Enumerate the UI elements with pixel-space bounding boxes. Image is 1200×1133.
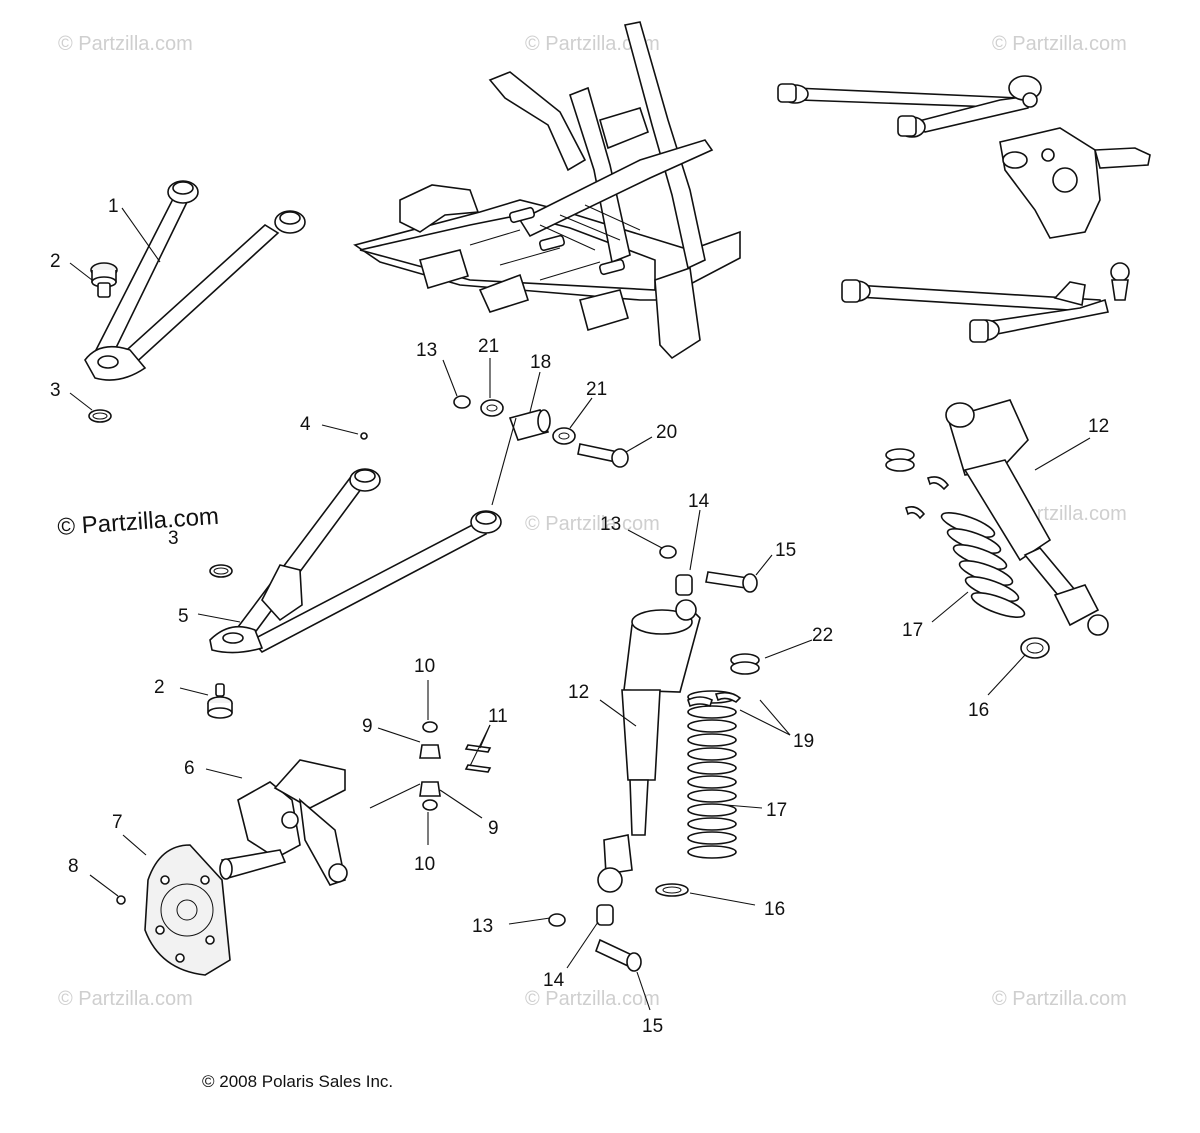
copyright-text: © 2008 Polaris Sales Inc.: [202, 1072, 393, 1091]
callout-17: 17: [902, 620, 923, 641]
callout-14: 14: [543, 970, 565, 991]
spring-retainer-22: [730, 653, 760, 675]
callout-21: 21: [586, 379, 607, 400]
callout-11: 11: [488, 706, 508, 727]
ball-joint-upper: [90, 262, 118, 298]
callout-3: 3: [50, 380, 61, 401]
callout-13: 13: [416, 340, 437, 361]
callout-16: 16: [764, 899, 785, 920]
callout-9: 9: [488, 818, 499, 839]
lower-a-arm-assembled: [841, 262, 1130, 343]
sleeve-18: [508, 409, 551, 441]
spring-keeper-right: [905, 476, 950, 520]
spring-keeper-19: [687, 691, 742, 708]
watermark-main: © Partzilla.com: [57, 503, 220, 541]
watermark: © Partzilla.com: [58, 988, 193, 1010]
callout-6: 6: [184, 758, 195, 779]
retaining-ring-upper: [88, 409, 112, 423]
callout-14: 14: [688, 491, 710, 512]
callout-16: 16: [968, 700, 989, 721]
brake-disc: [144, 844, 231, 976]
spring-retainer-right: [885, 448, 915, 472]
callout-15: 15: [642, 1016, 663, 1037]
washer-13-bottom: [548, 913, 566, 927]
shock-absorber-right: [945, 399, 1109, 636]
callout-13: 13: [600, 514, 621, 535]
watermark: © Partzilla.com: [58, 33, 193, 55]
callout-10: 10: [414, 854, 435, 875]
callout-7: 7: [112, 812, 123, 833]
ball-joint-lower: [207, 683, 233, 719]
callout-13: 13: [472, 916, 493, 937]
spacer-14-bottom: [596, 904, 614, 926]
lower-a-arm: [209, 468, 502, 654]
leader-lines: [69, 207, 1091, 1011]
callout-4: 4: [300, 414, 311, 435]
grease-fitting: [360, 432, 368, 440]
spring-seat-16-center: [655, 883, 689, 897]
upper-a-arm: [84, 180, 306, 381]
watermark: © Partzilla.com: [992, 33, 1127, 55]
bushing-21-left: [480, 399, 504, 417]
bushing-21-right: [552, 427, 576, 445]
bolt-15-top: [705, 571, 758, 593]
callout-12: 12: [1088, 416, 1109, 437]
callout-19: 19: [793, 731, 814, 752]
coil-spring-right: [940, 512, 1026, 618]
callout-1: 1: [108, 196, 119, 217]
washer-13-top: [453, 395, 471, 409]
retaining-ring-lower: [209, 564, 233, 578]
spindle-knuckle: [219, 759, 348, 886]
callout-2: 2: [50, 251, 61, 272]
callout-21: 21: [478, 336, 499, 357]
callout-3: 3: [168, 528, 179, 549]
spacer-14-top: [675, 574, 693, 596]
upper-a-arm-assembled: [777, 75, 1042, 138]
watermark: © Partzilla.com: [992, 988, 1127, 1010]
callout-12: 12: [568, 682, 589, 703]
coil-spring-center: [687, 690, 737, 859]
washer-13-mid: [659, 545, 677, 559]
callout-9: 9: [362, 716, 373, 737]
vehicle-frame: [353, 21, 741, 360]
callout-15: 15: [775, 540, 796, 561]
bolt-15-bottom: [594, 938, 642, 972]
callout-20: 20: [656, 422, 677, 443]
nut-stack: [419, 721, 441, 811]
callout-17: 17: [766, 800, 787, 821]
callout-8: 8: [68, 856, 79, 877]
callout-2: 2: [154, 677, 165, 698]
bolt-20: [577, 443, 629, 468]
shock-absorber-center: [597, 599, 701, 893]
steering-knuckle-assembled: [999, 127, 1151, 239]
callout-18: 18: [530, 352, 551, 373]
watermark: © Partzilla.com: [525, 988, 660, 1010]
watermark: © Partzilla.com: [525, 33, 660, 55]
disc-screw: [116, 895, 126, 905]
callout-5: 5: [178, 606, 189, 627]
spring-seat-16-right: [1020, 637, 1050, 659]
callout-10: 10: [414, 656, 435, 677]
watermark: © Partzilla.com: [525, 513, 660, 535]
callout-22: 22: [812, 625, 833, 646]
